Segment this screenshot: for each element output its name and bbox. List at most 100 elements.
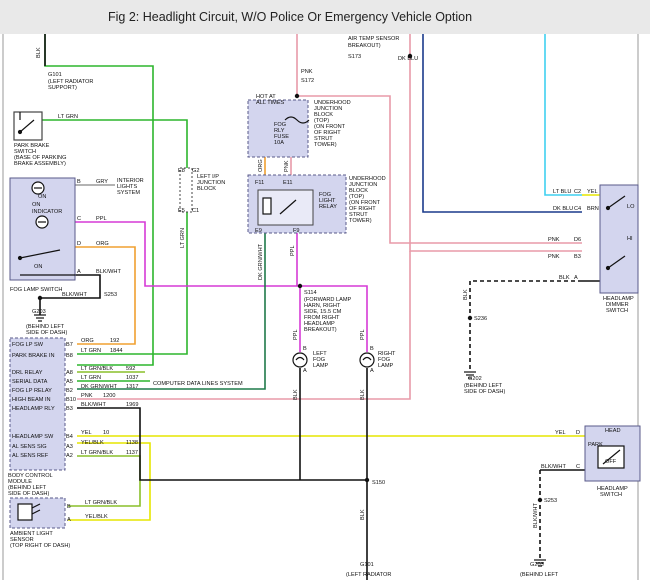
ujb-top-l1: JUNCTION xyxy=(314,106,342,112)
dk-grn-wht-vert-label: DK GRN/WHT xyxy=(258,243,264,280)
ground-g203-symbol xyxy=(34,314,46,322)
bcm-row-4-color: DK GRN/WHT xyxy=(81,384,118,390)
bcm-row-2-color: LT GRN/BLK xyxy=(81,366,113,372)
ambient-sensor-symbol xyxy=(17,503,41,521)
splice-s173 xyxy=(407,53,413,59)
lp-jb-3: BLOCK xyxy=(197,186,216,192)
s172-label: S172 xyxy=(301,78,314,84)
ujb-top-l3: (TOP) xyxy=(314,118,329,124)
s114-desc-1: HARN, RIGHT xyxy=(304,303,341,309)
hi-label: HI xyxy=(627,236,633,242)
splice-s150 xyxy=(364,477,370,483)
bcm-row-7-num: 10 xyxy=(103,430,109,436)
bcm-row-8-name: AL SENS SIG xyxy=(12,444,47,450)
headlamp-switch-box xyxy=(584,425,641,482)
wire-pnk-d6 xyxy=(297,95,582,244)
ujb-mid-l4: (ON FRONT xyxy=(349,200,381,206)
headlamp-switch-contacts xyxy=(597,445,625,469)
dimmer-name-2: DIMMER xyxy=(606,302,629,308)
wire-lt-blu xyxy=(544,34,582,196)
bcm-row-4-name: FOG LP RELAY xyxy=(12,388,52,394)
lt-grn-blk-amb-label: LT GRN/BLK xyxy=(85,500,117,506)
s114-desc-3: FROM RIGHT xyxy=(304,315,340,321)
wire-blk-dim xyxy=(469,280,582,370)
park-brake-1: PARK BRAKE xyxy=(14,143,50,149)
pin-b-label: B xyxy=(77,179,81,185)
bcm-row-5-color: PNK xyxy=(81,393,93,399)
fog-lamp-switch-label: FOG LAMP SWITCH xyxy=(10,287,62,293)
wire-blk-bw-a xyxy=(39,274,101,315)
bcm-row-8-pin: A3 xyxy=(66,444,73,450)
yel-blk-amb-label: YEL/BLK xyxy=(85,514,108,520)
blk-wht-s253-label: BLK/WHT xyxy=(62,292,87,298)
right-fog-1: RIGHT xyxy=(378,351,396,357)
wires xyxy=(39,34,602,580)
blk-left-lamp-label: BLK xyxy=(293,389,299,400)
bcm-row-5-name: HIGH BEAM IN xyxy=(12,397,51,403)
hl-switch-name-2: SWITCH xyxy=(600,492,622,498)
bcm-row-4-pin: B2 xyxy=(66,388,73,394)
fog-relay-2: LIGHT xyxy=(319,198,336,204)
bcm-box xyxy=(9,337,66,471)
bcm-row-3-color: LT GRN xyxy=(81,375,101,381)
fuse-2: RLY xyxy=(274,128,285,134)
ujb-mid-l7: TOWER) xyxy=(349,218,372,224)
s114-desc-2: SIDE, 15.5 CM xyxy=(304,309,342,315)
g101-top-desc-1: (LEFT RADIATOR xyxy=(48,79,93,85)
lp-jb-1: LEFT I/P xyxy=(197,174,219,180)
ppl-vert-relay-label: PPL xyxy=(290,245,296,256)
bcm-row-0-num: 192 xyxy=(110,338,119,344)
bcm-row-0-color: ORG xyxy=(81,338,94,344)
park-brake-switch-symbol xyxy=(13,111,43,141)
g101-bot-label: G101 xyxy=(360,562,374,568)
switch-on2-label: ON xyxy=(34,264,42,270)
wire-lt-grn-ip xyxy=(77,212,188,355)
wire-dk-blu xyxy=(422,34,582,213)
ground-g202-symbol xyxy=(464,371,476,379)
ujb-mid-l2: BLOCK xyxy=(349,188,368,194)
bcm-row-2-name: DRL RELAY xyxy=(12,370,43,376)
bcm-row-9-pin: A2 xyxy=(66,453,73,459)
ujb-top-label: UNDERHOOD JUNCTION BLOCK (TOP) (ON FRONT… xyxy=(314,100,351,148)
relay-coil-symbol xyxy=(262,197,297,215)
s253-right-label: S253 xyxy=(544,498,557,504)
splice-s253-right xyxy=(537,497,543,503)
pnk-vert-label: PNK xyxy=(284,160,290,172)
labels: BLK G101 (LEFT RADIATOR SUPPORT) AIR TEM… xyxy=(8,36,635,578)
bcm-row-7-color: YEL xyxy=(81,430,92,436)
lamp-a-left: A xyxy=(303,368,307,374)
pin-a-dim-label: A xyxy=(574,275,578,281)
ujb-mid-l5: OF RIGHT xyxy=(349,206,376,212)
bcm-row-3-pin: A5 xyxy=(66,379,73,385)
b3-label: B3 xyxy=(574,254,581,260)
pin-a-label: A xyxy=(77,269,81,275)
splice-s114 xyxy=(297,283,303,289)
bcm-row-8-num: 1138 xyxy=(126,440,138,446)
blk-top-left-label: BLK xyxy=(36,47,42,58)
fog-lamp-switch-box xyxy=(9,177,76,281)
park-brake-2: SWITCH xyxy=(14,149,36,155)
wire-dk-grn-wht xyxy=(77,228,266,390)
component-boxes xyxy=(9,99,641,529)
lamp-b-left: B xyxy=(303,346,307,352)
wire-lt-grn-park xyxy=(40,119,188,168)
bcm-row-9-num: 1137 xyxy=(126,450,138,456)
bcm-row-9-color: LT GRN/BLK xyxy=(81,450,113,456)
switch-on-label: ON xyxy=(38,194,46,200)
ujb-mid-l3: (TOP) xyxy=(349,194,364,200)
bcm-row-9-name: AL SENS REF xyxy=(12,453,49,459)
left-fog-1: LEFT xyxy=(313,351,327,357)
bcm-row-6-name: HEADLAMP RLY xyxy=(12,406,55,412)
wire-ppl-c xyxy=(75,221,368,352)
lo-label: LO xyxy=(627,204,635,210)
air-temp-1: AIR TEMP SENSOR xyxy=(348,36,399,42)
blk-a-label: BLK xyxy=(559,275,570,281)
pin-d-label: D xyxy=(77,241,81,247)
bcm-row-0-name: FOG LP SW xyxy=(12,342,44,348)
bcm-row-5-num: 1200 xyxy=(103,393,115,399)
bcm-row-6-color: BLK/WHT xyxy=(81,402,106,408)
left-fog-2: FOG xyxy=(313,357,325,363)
ujb-mid-l6: STRUT xyxy=(349,212,368,218)
dimmer-switch-box xyxy=(599,184,639,294)
fuse-3: FUSE xyxy=(274,134,289,140)
